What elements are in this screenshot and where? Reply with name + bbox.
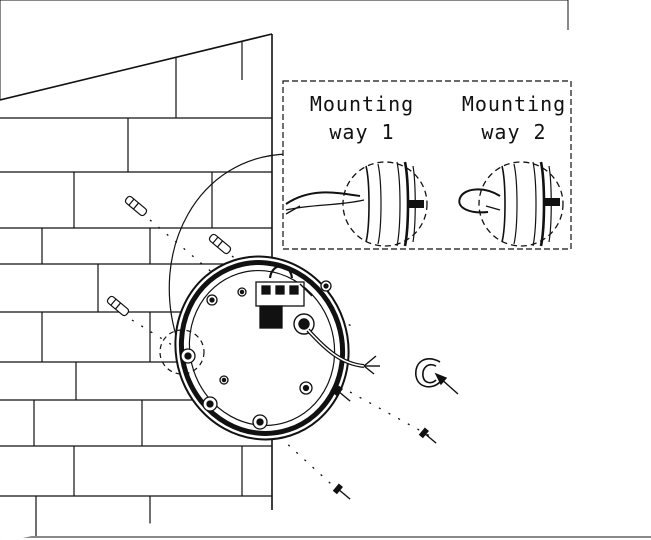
mounting-way-2-label: Mounting way 2 — [452, 90, 576, 146]
mounting-way-1-label-line1: Mounting — [309, 92, 415, 116]
mounting-way-1-label-line2: way 1 — [329, 120, 395, 144]
insert-arrow — [434, 372, 459, 395]
sealing-ring — [415, 358, 441, 388]
screw-post — [299, 381, 313, 395]
mounting-screw — [332, 483, 351, 500]
mounting-way-2-label-line2: way 2 — [481, 120, 547, 144]
mounting-options-inset — [282, 80, 572, 250]
wall-anchor-plug — [208, 233, 232, 255]
mounting-way-1-detail — [285, 161, 428, 247]
detail-leader-arc — [168, 153, 289, 343]
screw-post — [252, 414, 268, 430]
mounting-way-2-detail — [458, 161, 564, 247]
screw-post — [219, 375, 229, 385]
mounting-screw — [418, 427, 437, 444]
mounting-way-1-label: Mounting way 1 — [300, 90, 424, 146]
screw-post — [202, 396, 218, 412]
screw-post — [237, 287, 247, 297]
wall-anchor-plug — [124, 195, 148, 217]
wall-anchor-plug — [106, 295, 130, 317]
cable-gland — [293, 313, 315, 335]
mounting-way-2-label-line1: Mounting — [461, 92, 567, 116]
post-detail-circle — [159, 329, 205, 375]
mounting-screw — [332, 385, 351, 402]
screw-post — [320, 280, 332, 292]
screw-post — [180, 348, 196, 364]
terminal-block — [255, 264, 313, 329]
supply-cable — [306, 328, 380, 375]
screw-post — [206, 294, 218, 306]
